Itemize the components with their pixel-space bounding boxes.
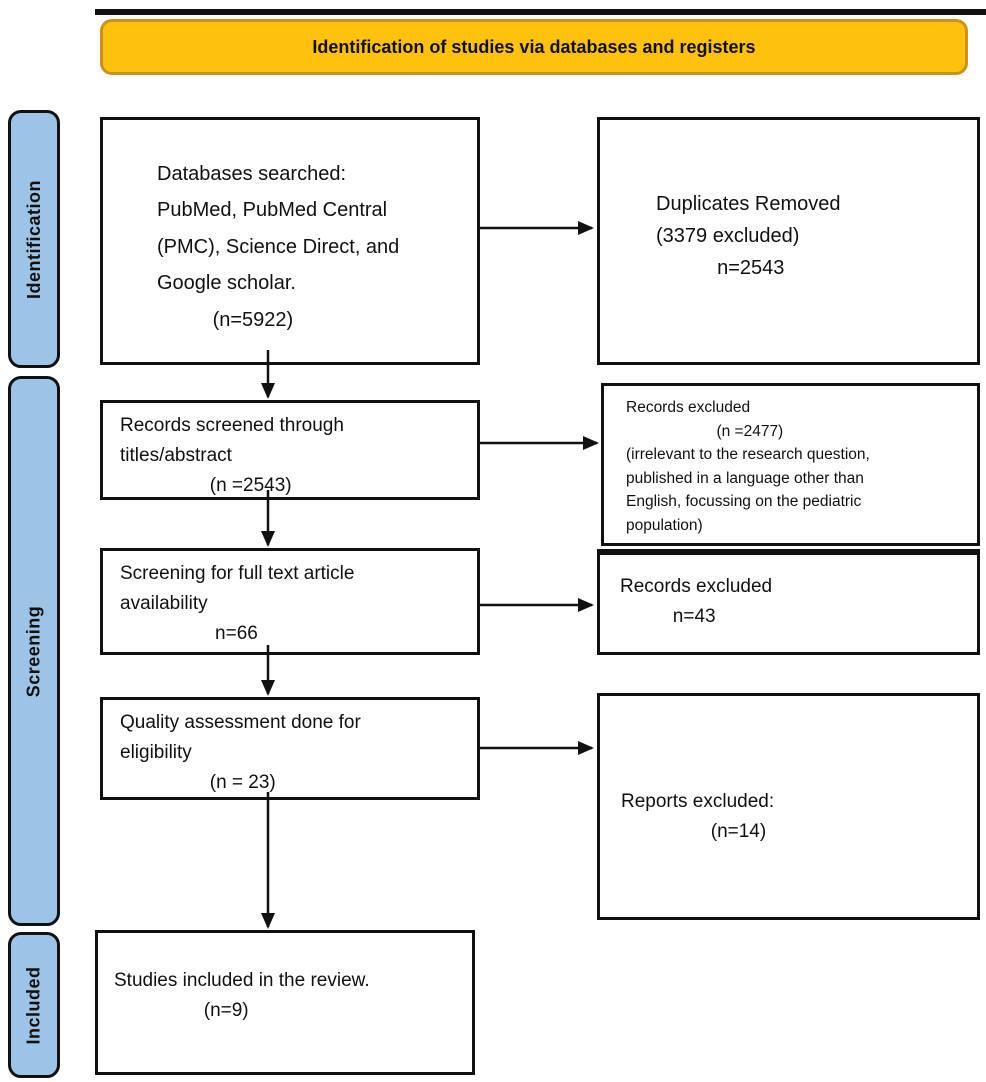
top-divider-rule: [95, 9, 986, 15]
box-records-screened: Records screened through titles/abstract…: [100, 400, 480, 500]
box-fulltext-screening-text: Screening for full text article availabi…: [120, 563, 355, 644]
box-quality-assessment: Quality assessment done for eligibility …: [100, 697, 480, 800]
box-quality-assessment-text: Quality assessment done for eligibility …: [120, 712, 361, 793]
box-reports-excluded: Reports excluded: (n=14): [597, 693, 980, 920]
box-duplicates-removed: Duplicates Removed (3379 excluded) n=254…: [597, 117, 980, 365]
box-studies-included: Studies included in the review. (n=9): [95, 930, 475, 1075]
box-databases-searched-text: Databases searched: PubMed, PubMed Centr…: [157, 163, 400, 331]
phase-label-identification: Identification: [8, 110, 60, 368]
box-fulltext-screening: Screening for full text article availabi…: [100, 548, 480, 655]
box-databases-searched: Databases searched: PubMed, PubMed Centr…: [100, 117, 480, 365]
diagram-title: Identification of studies via databases …: [312, 36, 756, 57]
box-duplicates-removed-text: Duplicates Removed (3379 excluded) n=254…: [656, 193, 841, 279]
phase-label-included: Included: [8, 932, 60, 1078]
box-records-screened-text: Records screened through titles/abstract…: [120, 415, 344, 496]
box-studies-included-text: Studies included in the review. (n=9): [114, 969, 370, 1021]
phase-label-identification-text: Identification: [23, 179, 44, 299]
box-records-excluded-fulltext-text: Records excluded n=43: [620, 575, 773, 627]
box-records-excluded-titles-text: Records excluded (n =2477) (irrelevant t…: [626, 399, 870, 534]
box-reports-excluded-text: Reports excluded: (n=14): [621, 790, 775, 842]
diagram-header-banner: Identification of studies via databases …: [100, 19, 968, 75]
phase-label-included-text: Included: [23, 965, 44, 1045]
phase-label-screening-text: Screening: [23, 605, 44, 697]
box-records-excluded-titles: Records excluded (n =2477) (irrelevant t…: [601, 383, 980, 546]
box-records-excluded-fulltext: Records excluded n=43: [597, 549, 980, 655]
phase-label-screening: Screening: [8, 376, 60, 926]
